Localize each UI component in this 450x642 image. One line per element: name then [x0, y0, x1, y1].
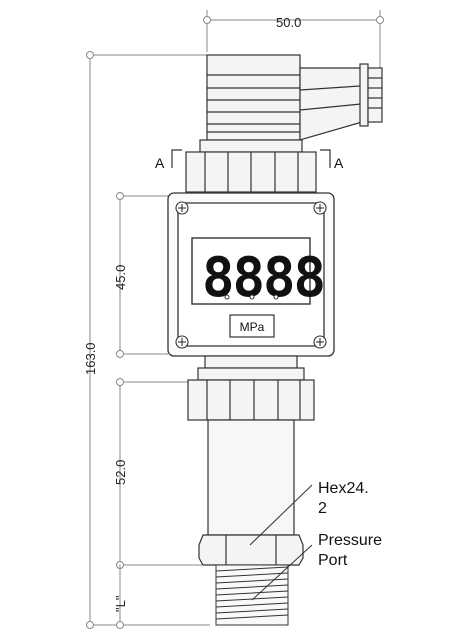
screw-icon-top-right: [313, 201, 327, 215]
stem-body: [207, 419, 295, 536]
callout-leaders: [249, 484, 313, 601]
connector-housing: [206, 54, 383, 141]
vertical-dimensions: [86, 51, 210, 629]
hex-callout-line1: Hex24.: [318, 480, 369, 497]
overall-height-label: 163.0: [83, 342, 98, 375]
width-label: 50.0: [276, 15, 301, 30]
decimal-points: [224, 294, 279, 300]
section-mark-left: A: [155, 155, 165, 171]
section-marks: [171, 149, 331, 168]
display-height-label: 45.0: [113, 265, 128, 290]
screw-icon-bottom-right: [313, 335, 327, 349]
unit-label-box: [229, 314, 275, 338]
stem-height-label: 52.0: [113, 460, 128, 485]
thread-length-label: "L": [113, 595, 128, 612]
screw-icon-top-left: [175, 201, 189, 215]
port-callout-line1: Pressure: [318, 532, 382, 549]
hex-fitting: [198, 534, 304, 566]
lower-nut: [187, 355, 315, 421]
port-callout-line2: Port: [318, 552, 348, 569]
upper-nut: [185, 139, 317, 193]
screw-icon-bottom-left: [175, 335, 189, 349]
lcd-digits: 8888: [202, 246, 324, 309]
screw-icons: [175, 201, 327, 349]
section-mark-right: A: [334, 155, 344, 171]
threaded-port: [215, 564, 289, 626]
unit-label: MPa: [240, 320, 265, 334]
hex-callout-line2: 2: [318, 500, 327, 517]
lcd-window: [191, 237, 311, 305]
